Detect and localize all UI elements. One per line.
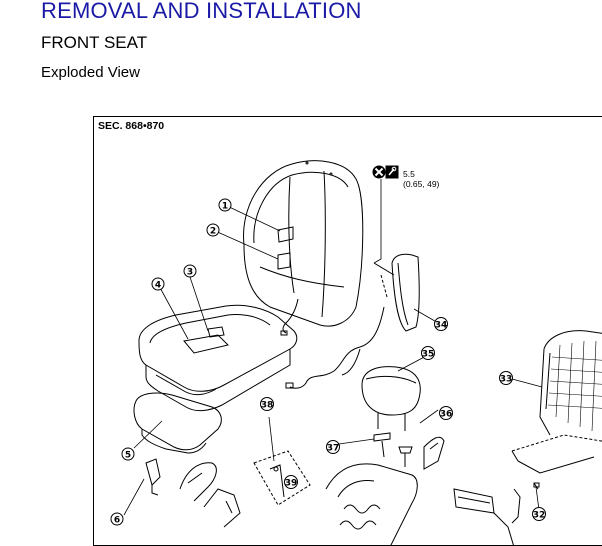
page-subtitle: FRONT SEAT xyxy=(41,33,148,52)
svg-text:36: 36 xyxy=(440,410,453,420)
svg-text:32: 32 xyxy=(533,511,546,521)
side-airbag-module xyxy=(373,253,420,332)
seat-frame xyxy=(325,463,521,545)
callout-2: 2 xyxy=(206,223,220,237)
callout-34: 34 xyxy=(434,317,448,331)
svg-text:3: 3 xyxy=(187,268,193,278)
callout-4: 4 xyxy=(151,277,165,291)
seat-belt-buckle xyxy=(145,458,161,496)
callout-5: 5 xyxy=(121,447,135,461)
torque-spec: 5.5 (0.65, 49) xyxy=(403,169,439,189)
cushion-pad xyxy=(133,392,222,454)
svg-text:34: 34 xyxy=(435,321,448,331)
torque-value: 5.5 xyxy=(403,169,415,179)
headrest-guide-lock xyxy=(373,432,413,467)
bolt-bracket-set xyxy=(253,416,311,506)
svg-text:5: 5 xyxy=(125,451,131,461)
callout-36: 36 xyxy=(439,406,453,420)
seat-cushion xyxy=(138,304,298,412)
svg-text:4: 4 xyxy=(155,281,161,291)
section-heading: Exploded View xyxy=(41,64,140,81)
svg-text:39: 39 xyxy=(285,479,298,489)
callout-6: 6 xyxy=(110,512,124,526)
callout-39: 39 xyxy=(284,475,298,489)
exploded-view-diagram: SEC. 868•870 5.5 (0.65, 49) xyxy=(93,116,602,546)
callout-1: 1 xyxy=(218,198,232,212)
callout-35: 35 xyxy=(421,346,435,360)
page-title: REMOVAL AND INSTALLATION xyxy=(41,0,362,23)
callout-labels: 1 2 3 4 5 6 32 33 34 35 36 37 38 39 xyxy=(110,198,546,526)
seat-harness xyxy=(285,306,385,389)
svg-text:35: 35 xyxy=(422,350,435,360)
callout-32: 32 xyxy=(532,507,546,521)
torque-wrench-icon xyxy=(385,165,399,179)
seatback-frame xyxy=(511,330,602,490)
side-cover-parts xyxy=(179,436,445,528)
svg-text:2: 2 xyxy=(210,227,216,237)
callout-37: 37 xyxy=(326,440,340,454)
seat-exploded-drawing: 1 2 3 4 5 6 32 33 34 35 36 37 38 39 xyxy=(110,160,602,545)
torque-units: (0.65, 49) xyxy=(403,179,440,189)
callout-38: 38 xyxy=(260,397,274,411)
svg-text:6: 6 xyxy=(114,516,120,526)
headrest xyxy=(361,366,421,431)
svg-text:33: 33 xyxy=(500,375,513,385)
svg-text:1: 1 xyxy=(222,202,228,212)
svg-text:38: 38 xyxy=(261,401,274,411)
svg-text:37: 37 xyxy=(327,444,340,454)
callout-3: 3 xyxy=(183,264,197,278)
do-not-reuse-icon xyxy=(372,165,386,179)
seatback-trim-cover xyxy=(243,160,364,336)
callout-33: 33 xyxy=(499,371,513,385)
section-code: SEC. 868•870 xyxy=(98,120,165,132)
